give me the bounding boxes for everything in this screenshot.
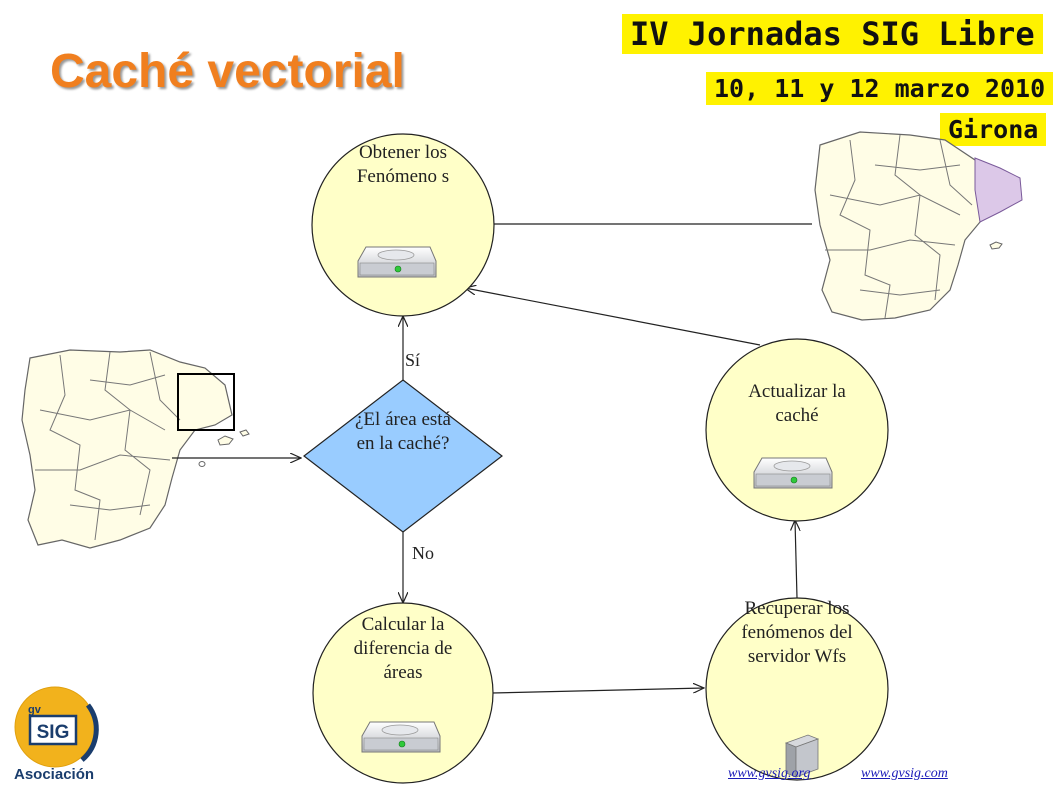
edge-label-no: No: [412, 543, 434, 563]
node-recuperar-circle: [705, 597, 889, 781]
slide-title: Caché vectorial: [50, 45, 405, 98]
gvsig-com-link[interactable]: www.gvsig.com: [861, 766, 948, 781]
node-actualizar-label: Actualizar la caché: [748, 381, 846, 426]
node-calcular-circle: [312, 602, 494, 784]
node-calcular-label: Calcular la diferencia de áreas: [353, 614, 453, 683]
logo-text: Asociación: [14, 766, 95, 783]
node-decision-diamond: [303, 379, 503, 533]
node-actualizar-circle: [705, 338, 889, 522]
node-obtener-label: Obtener los Fenómeno s: [356, 142, 450, 187]
edge-recuperar-to-actualizar: [795, 520, 797, 599]
hard-drive-icon: [361, 721, 441, 753]
event-banner-dates: 10, 11 y 12 marzo 2010: [706, 72, 1054, 105]
spain-map-right: [814, 131, 1023, 321]
hard-drive-icon: [357, 246, 437, 278]
event-banner-title: IV Jornadas SIG Libre: [622, 14, 1043, 54]
spain-map-left: [21, 349, 250, 549]
edge-label-si: Sí: [405, 350, 421, 370]
gvsig-association-logo: SIG gv: [14, 686, 99, 768]
event-banner-city: Girona: [940, 113, 1047, 146]
edge-actualizar-to-obtener: [465, 288, 761, 346]
edge-calcular-to-recuperar: [491, 688, 704, 694]
server-icon: [784, 734, 820, 778]
selection-box: [177, 373, 235, 431]
node-decision-label: ¿El área está en la caché?: [355, 409, 451, 454]
logo-badge-text: SIG: [37, 722, 70, 743]
svg-text:gv: gv: [28, 704, 42, 716]
hard-drive-icon: [753, 457, 833, 489]
gvsig-org-link[interactable]: www.gvsig.org: [728, 766, 811, 781]
node-recuperar-label: Recuperar los fenómenos del servidor Wfs: [741, 598, 853, 667]
